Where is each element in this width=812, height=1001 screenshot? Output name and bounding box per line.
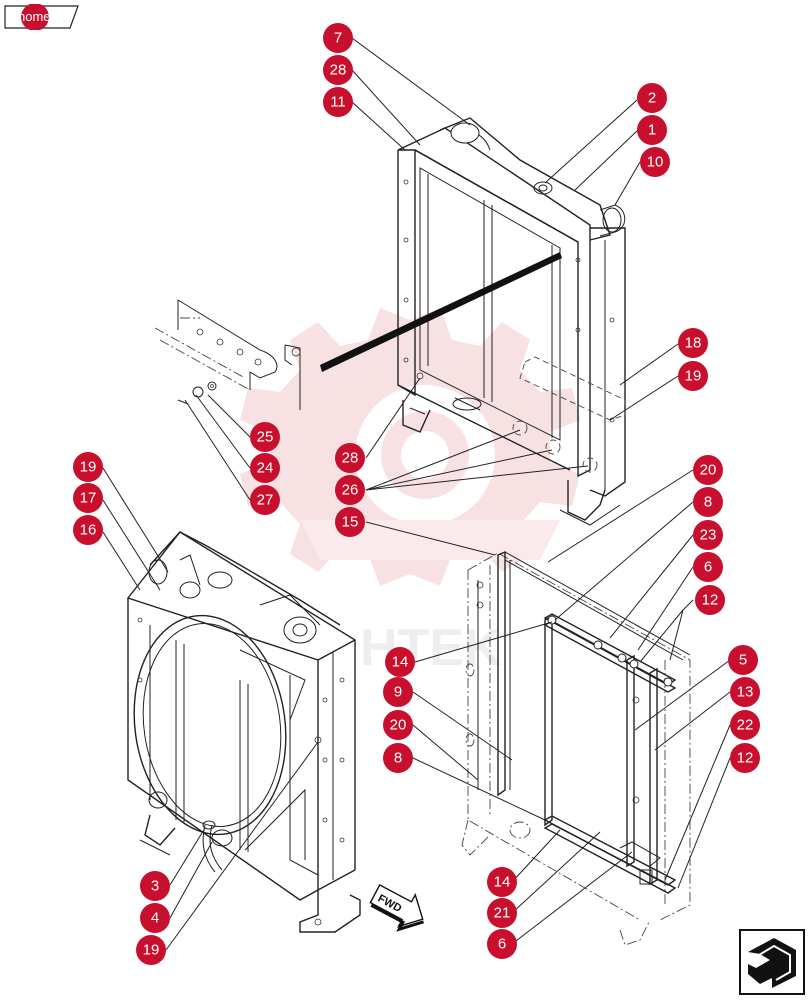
svg-text:14: 14 (494, 874, 511, 891)
callout-16[interactable]: 16 (73, 515, 103, 545)
svg-text:24: 24 (257, 460, 274, 477)
svg-text:27: 27 (257, 492, 274, 509)
callout-18[interactable]: 18 (678, 328, 708, 358)
callout-20-top[interactable]: 20 (693, 455, 723, 485)
callout-25[interactable]: 25 (250, 422, 280, 452)
svg-text:10: 10 (647, 154, 664, 171)
svg-text:14: 14 (392, 654, 409, 671)
svg-text:5: 5 (739, 652, 747, 669)
svg-text:13: 13 (737, 684, 754, 701)
svg-text:2: 2 (648, 90, 656, 107)
callout-17[interactable]: 17 (73, 483, 103, 513)
callout-2[interactable]: 2 (637, 83, 667, 113)
return-arrow-button[interactable] (738, 928, 806, 996)
svg-text:19: 19 (685, 368, 702, 385)
svg-text:8: 8 (704, 494, 712, 511)
svg-text:1: 1 (648, 122, 656, 139)
callout-19-bottom[interactable]: 19 (136, 935, 166, 965)
callout-10[interactable]: 10 (640, 147, 670, 177)
svg-text:12: 12 (702, 592, 719, 609)
callout-20-lower[interactable]: 20 (383, 710, 413, 740)
callout-12-lower[interactable]: 12 (730, 743, 760, 773)
svg-text:16: 16 (80, 522, 97, 539)
callout-15[interactable]: 15 (335, 507, 365, 537)
callout-5[interactable]: 5 (728, 645, 758, 675)
callout-19-left[interactable]: 19 (73, 452, 103, 482)
callout-9[interactable]: 9 (383, 677, 413, 707)
home-label: home (18, 9, 51, 24)
svg-text:7: 7 (334, 30, 342, 47)
svg-text:20: 20 (390, 717, 407, 734)
svg-text:21: 21 (494, 905, 511, 922)
callout-11[interactable]: 11 (323, 87, 353, 117)
svg-text:26: 26 (342, 482, 359, 499)
callout-8-lower[interactable]: 8 (383, 743, 413, 773)
svg-text:9: 9 (394, 684, 402, 701)
callout-23[interactable]: 23 (693, 520, 723, 550)
watermark-text: HTEK (360, 619, 502, 677)
callout-28-lower[interactable]: 28 (335, 443, 365, 473)
callout-21[interactable]: 21 (487, 898, 517, 928)
callout-14-top[interactable]: 14 (385, 647, 415, 677)
svg-text:6: 6 (704, 559, 712, 576)
callout-13[interactable]: 13 (730, 677, 760, 707)
home-tab-icon (4, 4, 79, 30)
callout-28[interactable]: 28 (323, 55, 353, 85)
svg-text:18: 18 (685, 335, 702, 352)
upper-radiator-frame (320, 117, 626, 526)
callout-26[interactable]: 26 (335, 475, 365, 505)
callout-3[interactable]: 3 (140, 871, 170, 901)
svg-text:6: 6 (498, 936, 506, 953)
svg-text:8: 8 (394, 750, 402, 767)
return-arrow-icon (739, 929, 805, 995)
callout-4[interactable]: 4 (140, 903, 170, 933)
shroud-bracket-hardware (154, 299, 301, 410)
callout-8-top[interactable]: 8 (693, 487, 723, 517)
radiator-with-fan-shroud (126, 531, 361, 933)
svg-text:17: 17 (80, 490, 97, 507)
callout-27[interactable]: 27 (250, 485, 280, 515)
svg-text:15: 15 (342, 514, 359, 531)
forward-direction-arrow: FWD (369, 884, 424, 932)
svg-text:20: 20 (700, 462, 717, 479)
svg-text:25: 25 (257, 429, 274, 446)
svg-text:11: 11 (330, 94, 346, 111)
svg-text:28: 28 (330, 62, 347, 79)
svg-text:28: 28 (342, 450, 359, 467)
callout-19-top[interactable]: 19 (678, 361, 708, 391)
callout-12-top[interactable]: 12 (695, 585, 725, 615)
callout-6-bottom[interactable]: 6 (487, 929, 517, 959)
callout-7[interactable]: 7 (323, 23, 353, 53)
svg-text:22: 22 (737, 717, 754, 734)
svg-text:4: 4 (151, 910, 159, 927)
leader-lines (102, 37, 731, 951)
svg-text:19: 19 (80, 459, 97, 476)
callout-14-bottom[interactable]: 14 (487, 867, 517, 897)
callout-24[interactable]: 24 (250, 453, 280, 483)
svg-text:3: 3 (151, 878, 159, 895)
callout-1[interactable]: 1 (637, 115, 667, 145)
home-button[interactable]: home (4, 4, 80, 30)
callout-6-top[interactable]: 6 (693, 552, 723, 582)
watermark-gear-logo (240, 308, 580, 586)
callout-22[interactable]: 22 (730, 710, 760, 740)
svg-text:12: 12 (737, 750, 754, 767)
svg-text:19: 19 (143, 942, 160, 959)
svg-text:23: 23 (700, 527, 717, 544)
